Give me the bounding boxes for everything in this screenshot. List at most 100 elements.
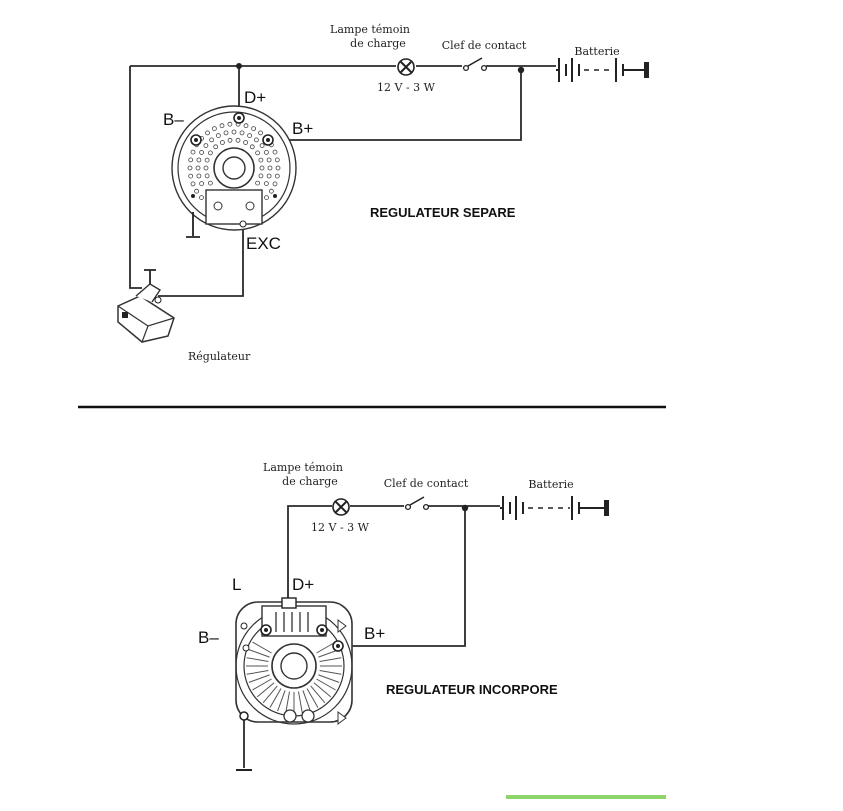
vent-hole	[209, 137, 215, 143]
top-lamp-label-2: de charge	[350, 37, 406, 50]
top-junction-left	[236, 63, 242, 69]
top-junction-right	[517, 66, 525, 74]
vent-hole	[195, 165, 201, 171]
top-terminal-b-plus: B+	[292, 119, 313, 138]
cooling-fin	[256, 682, 275, 698]
cooling-fin	[318, 674, 340, 683]
bottom-battery-label: Batterie	[528, 478, 573, 491]
cooling-fin	[252, 678, 272, 691]
bottom-title: REGULATEUR INCORPORE	[386, 682, 558, 697]
vent-hole	[253, 137, 259, 143]
vent-hole	[219, 123, 225, 129]
top-lamp-rating: 12 V - 3 W	[377, 81, 436, 94]
bottom-junction	[461, 504, 469, 512]
top-alternator	[171, 105, 297, 231]
vent-hole	[249, 144, 255, 150]
vent-hole	[239, 130, 245, 136]
top-wire-exc	[158, 226, 244, 297]
vent-hole	[204, 173, 210, 179]
cooling-fin	[248, 649, 270, 658]
vent-hole	[223, 130, 229, 136]
cooling-fin	[319, 657, 342, 662]
cooling-fin	[319, 670, 342, 675]
vent-hole	[187, 165, 193, 171]
top-regulator-label: Régulateur	[188, 350, 251, 363]
bottom-alternator	[235, 597, 353, 725]
bottom-lamp-label-1: Lampe témoin	[263, 461, 343, 474]
bottom-wire-d-plus	[287, 505, 332, 600]
vent-hole	[190, 181, 196, 187]
top-terminal-d-plus: D+	[244, 88, 266, 107]
top-wire-main	[129, 66, 142, 289]
vent-hole	[263, 149, 269, 155]
cooling-fin	[269, 688, 282, 708]
vent-hole	[274, 173, 280, 179]
vent-hole	[227, 121, 233, 127]
vent-hole	[258, 130, 263, 136]
cooling-fin	[252, 641, 272, 654]
cooling-fin	[313, 682, 332, 698]
top-terminal-b-minus: B–	[163, 110, 184, 129]
vent-hole	[190, 149, 196, 155]
cooling-fin	[262, 685, 278, 704]
vent-hole	[215, 133, 221, 139]
cooling-fin	[246, 670, 269, 675]
cooling-fin	[316, 678, 336, 691]
vent-hole	[194, 188, 200, 194]
top-key-label: Clef de contact	[442, 39, 527, 52]
vent-hole	[199, 149, 205, 155]
bottom-key-label: Clef de contact	[384, 477, 469, 490]
vent-hole	[259, 143, 265, 149]
vent-hole	[263, 181, 269, 187]
bottom-terminal-b-minus: B–	[198, 628, 219, 647]
cooling-fin	[310, 685, 326, 704]
vent-hole	[259, 165, 265, 171]
vent-hole	[188, 173, 194, 179]
top-terminal-exc: EXC	[246, 234, 281, 253]
vent-hole	[264, 195, 269, 201]
bottom-wire-b-plus	[338, 508, 466, 647]
top-diagram: Lampe témoin de charge 12 V - 3 W Clef d…	[117, 23, 649, 363]
vent-hole	[235, 137, 241, 143]
top-lamp-icon	[397, 58, 415, 76]
vent-hole	[255, 180, 261, 186]
vent-hole	[258, 157, 264, 163]
vent-hole	[266, 173, 272, 179]
vent-hole	[267, 165, 273, 171]
vent-hole	[205, 130, 210, 136]
bottom-key-switch-icon	[404, 496, 430, 511]
top-vent-holes	[187, 121, 281, 201]
bottom-lamp-icon	[332, 498, 350, 516]
vent-hole	[196, 173, 202, 179]
top-battery-label: Batterie	[574, 45, 619, 58]
vent-hole	[196, 157, 202, 163]
bottom-diagram: Lampe témoin de charge 12 V - 3 W Clef d…	[198, 461, 609, 771]
cooling-fin	[246, 657, 269, 662]
vent-hole	[247, 133, 253, 139]
vent-hole	[231, 129, 237, 135]
vent-hole	[199, 195, 204, 201]
top-regulator-icon	[117, 269, 175, 343]
vent-hole	[213, 144, 219, 150]
cooling-fin	[316, 641, 336, 654]
vent-hole	[243, 140, 249, 145]
vent-hole	[207, 180, 213, 186]
vent-hole	[268, 188, 274, 194]
cooling-fin	[277, 690, 286, 712]
vent-hole	[227, 137, 233, 143]
vent-hole	[266, 157, 272, 163]
vent-hole	[219, 140, 225, 145]
top-lamp-label-1: Lampe témoin	[330, 23, 410, 36]
vent-hole	[203, 165, 209, 171]
vent-hole	[255, 150, 261, 156]
vent-hole	[243, 123, 249, 129]
cooling-fin	[302, 690, 311, 712]
top-ground-icon	[186, 212, 200, 238]
vent-hole	[204, 157, 210, 163]
vent-hole	[207, 150, 213, 156]
bottom-terminal-d-plus: D+	[292, 575, 314, 594]
vent-hole	[211, 126, 217, 132]
vent-hole	[258, 173, 264, 179]
vent-hole	[199, 181, 205, 187]
